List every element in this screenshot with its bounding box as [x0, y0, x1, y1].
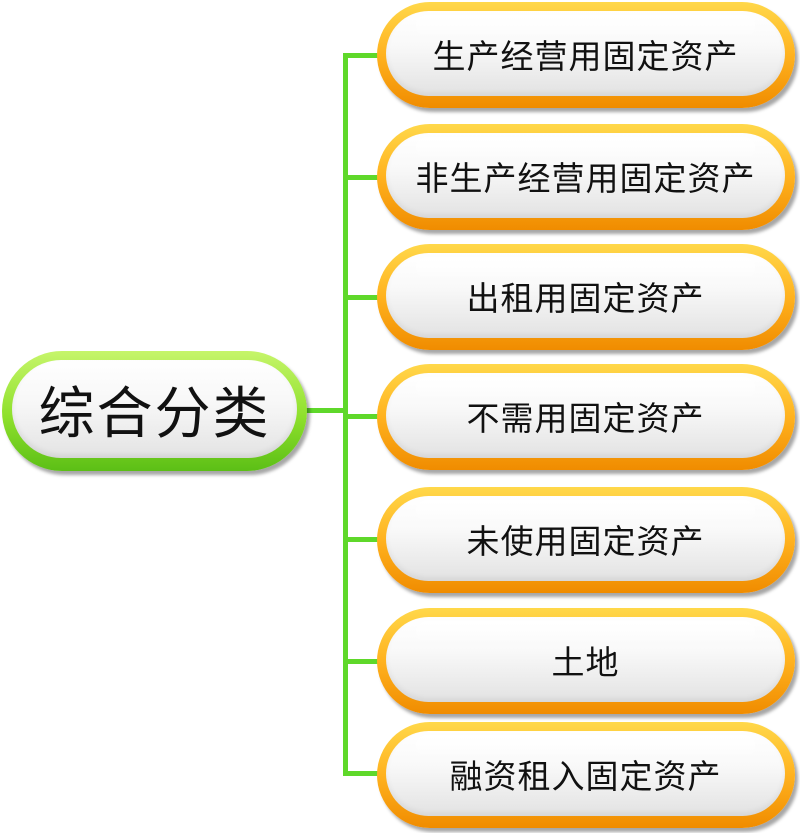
branch-node-2: 非生产经营用固定资产 — [377, 124, 795, 230]
connector-branch-2 — [343, 175, 379, 180]
branch-node-6: 土地 — [377, 608, 795, 714]
branch-node-body: 未使用固定资产 — [386, 496, 785, 581]
branch-node-body: 出租用固定资产 — [386, 253, 785, 338]
connector-branch-7 — [343, 771, 379, 776]
branch-node-label: 未使用固定资产 — [466, 521, 705, 561]
root-node-label: 综合分类 — [38, 381, 271, 447]
branch-node-label: 生产经营用固定资产 — [432, 36, 739, 76]
branch-node-3: 出租用固定资产 — [377, 244, 795, 350]
connector-branch-3 — [343, 295, 379, 300]
branch-node-label: 不需用固定资产 — [466, 398, 705, 438]
branch-node-label: 土地 — [551, 642, 620, 682]
branch-node-5: 未使用固定资产 — [377, 487, 795, 593]
branch-node-label: 非生产经营用固定资产 — [415, 158, 756, 198]
connector-branch-6 — [343, 659, 379, 664]
connector-root-stub — [306, 408, 346, 413]
branch-node-body: 生产经营用固定资产 — [386, 11, 785, 96]
branch-node-body: 融资租入固定资产 — [386, 731, 785, 816]
root-node-body: 综合分类 — [12, 360, 297, 458]
branch-node-1: 生产经营用固定资产 — [377, 2, 795, 108]
connector-branch-5 — [343, 537, 379, 542]
branch-node-4: 不需用固定资产 — [377, 364, 795, 470]
branch-node-body: 土地 — [386, 617, 785, 702]
branch-node-label: 融资租入固定资产 — [449, 756, 722, 796]
branch-node-body: 非生产经营用固定资产 — [386, 133, 785, 218]
connector-branch-4 — [343, 414, 379, 419]
branch-node-label: 出租用固定资产 — [466, 278, 705, 318]
branch-node-7: 融资租入固定资产 — [377, 722, 795, 828]
branch-node-body: 不需用固定资产 — [386, 373, 785, 458]
connector-branch-1 — [343, 53, 379, 58]
root-node: 综合分类 — [2, 351, 307, 471]
